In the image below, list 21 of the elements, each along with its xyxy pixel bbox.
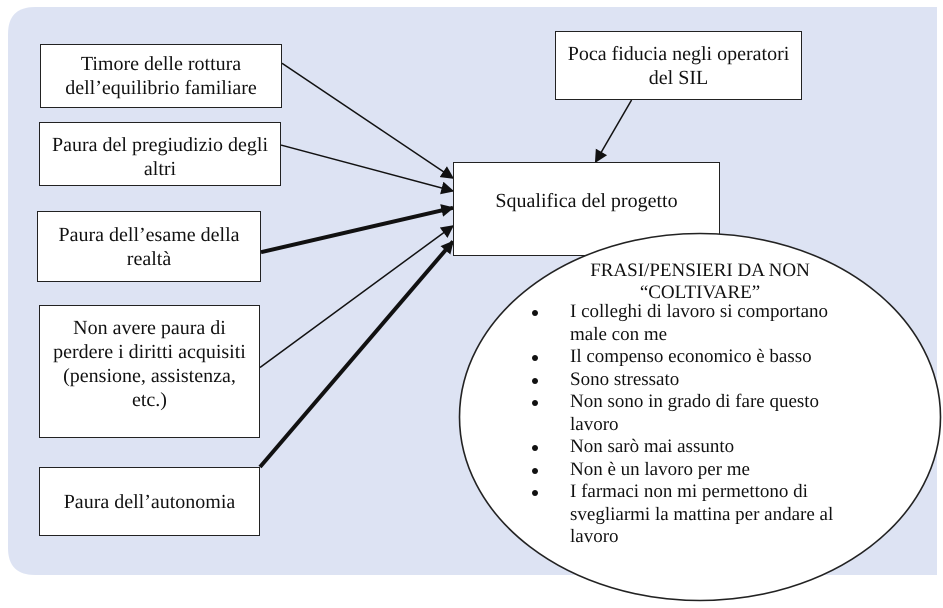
- bullet-item: I farmaci non mi permettono di svegliarmi la mattina per andare al lavoro: [570, 481, 834, 548]
- bullet-item: Non è un lavoro per me: [570, 458, 751, 481]
- bullet-item: Non sono in grado di fare questo lavoro: [570, 391, 820, 436]
- arrow: [260, 204, 454, 254]
- text-box: Timore delle rottura dell’equilibrio familiare: [40, 44, 282, 108]
- text-box: Squalifica del progetto: [453, 162, 720, 256]
- text-box: Non avere paura di perdere i diritti acquisiti (pensione, assistenza, etc.): [39, 305, 260, 438]
- arrow: [282, 62, 454, 179]
- oval-heading: FRASI/PENSIERI DA NON “COLTIVARE”: [589, 260, 811, 304]
- bullet-item: I colleghi di lavoro si comportano male con me: [570, 301, 830, 346]
- arrow: [258, 240, 455, 468]
- text-box: Poca fiducia negli operatori del SIL: [555, 31, 802, 100]
- bullet-item: Il compenso economico è basso: [570, 346, 813, 368]
- arrow: [260, 225, 454, 368]
- text-box: Paura del pregiudizio degli altri: [39, 122, 281, 186]
- arrow: [280, 144, 454, 194]
- arrow: [594, 100, 632, 164]
- bullet-item: Non sarò mai assunto: [570, 436, 736, 458]
- bullet-item: Sono stressato: [570, 368, 680, 391]
- text-box: Paura dell’esame della realtà: [37, 211, 261, 282]
- text-box: Paura dell’autonomia: [39, 467, 260, 536]
